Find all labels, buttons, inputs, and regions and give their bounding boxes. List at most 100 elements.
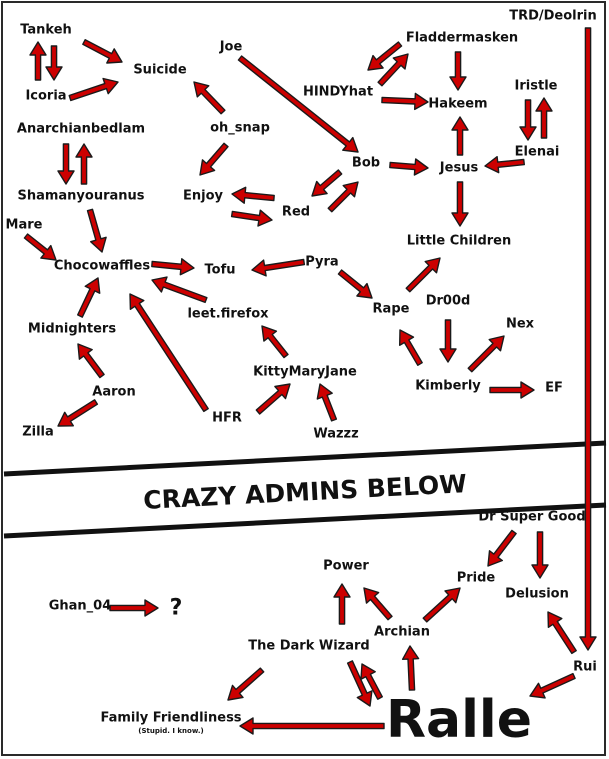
arrow-icoria-to-suicide bbox=[68, 77, 119, 102]
node-hakeem: Hakeem bbox=[428, 96, 488, 112]
node-pyra: Pyra bbox=[305, 254, 339, 270]
node-question: ? bbox=[169, 595, 183, 621]
arrow-shamanyouranus-to-anarchianbedlam bbox=[75, 143, 93, 185]
arrow-fladdermasken-to-hindyhat bbox=[367, 41, 403, 71]
arrow-elenai-to-iristle bbox=[535, 97, 553, 139]
node-aaron: Aaron bbox=[92, 384, 136, 400]
node-tofu: Tofu bbox=[204, 262, 236, 278]
arrow-dr00d-to-kimberly bbox=[439, 319, 457, 363]
arrow-leetfirefox-to-chocowaffles bbox=[151, 276, 208, 304]
node-enjoy: Enjoy bbox=[183, 188, 223, 204]
arrow-midnighters-to-chocowaffles bbox=[76, 277, 101, 318]
node-fladdermasken: Fladdermasken bbox=[405, 30, 519, 46]
node-ghan-04: Ghan_04 bbox=[48, 598, 112, 614]
arrow-jesus-to-little-children bbox=[451, 181, 469, 227]
arrow-red-to-enjoy bbox=[231, 186, 275, 204]
node-mare: Mare bbox=[5, 217, 43, 233]
arrow-pyra-to-rape bbox=[337, 269, 373, 299]
arrow-hindyhat-to-hakeem bbox=[381, 92, 429, 111]
arrow-wazzz-to-kittymaryjane bbox=[316, 383, 338, 422]
node-little-children: Little Children bbox=[406, 233, 512, 249]
node-trd-deolrin: TRD/Deolrin bbox=[509, 8, 597, 24]
arrow-kittymaryjane-to-leetfirefox bbox=[261, 325, 289, 359]
arrow-archian-to-pride bbox=[422, 587, 461, 623]
node-dr00d: Dr00d bbox=[425, 293, 471, 309]
node-midnighters: Midnighters bbox=[27, 321, 117, 337]
arrow-chocowaffles-to-tofu bbox=[151, 258, 195, 276]
arrow-aaron-to-midnighters bbox=[77, 343, 105, 379]
arrow-hindyhat-to-fladdermasken bbox=[377, 53, 409, 87]
arrow-rape-to-little-children bbox=[405, 257, 441, 293]
arrow-ralle-to-family-friendliness bbox=[239, 717, 385, 735]
arrow-icoria-to-tankeh-a bbox=[29, 41, 47, 81]
arrow-fladdermasken-to-hakeem bbox=[449, 51, 467, 91]
arrow-joe-to-bob bbox=[237, 55, 359, 153]
arrow-ghan04-to-question bbox=[109, 599, 159, 617]
arrow-jesus-to-hakeem bbox=[451, 116, 469, 156]
arrow-darkwizard-to-ralle bbox=[346, 660, 373, 707]
node-power: Power bbox=[323, 558, 369, 574]
node-anarchianbedlam: Anarchianbedlam bbox=[16, 121, 146, 137]
node-red: Red bbox=[281, 204, 311, 220]
node-delusion: Delusion bbox=[505, 586, 569, 602]
arrow-hfr-to-kittymaryjane bbox=[255, 383, 291, 415]
node-elenai: Elenai bbox=[514, 144, 560, 160]
arrow-rui-to-ralle bbox=[529, 672, 576, 699]
node-rape: Rape bbox=[372, 301, 410, 317]
node-oh-snap: oh_snap bbox=[210, 120, 270, 136]
arrow-bob-to-red bbox=[311, 169, 343, 197]
arrow-darkwizard-to-family-friendliness bbox=[227, 667, 265, 701]
arrow-kimberly-to-nex bbox=[467, 335, 505, 373]
arrow-red-to-bob bbox=[327, 181, 359, 213]
arrow-drsupergood-to-pride bbox=[487, 529, 517, 567]
node-joe: Joe bbox=[219, 39, 243, 55]
node-iristle: Iristle bbox=[514, 78, 558, 94]
node-ef: EF bbox=[545, 380, 563, 396]
arrow-mare-to-chocowaffles bbox=[23, 233, 57, 261]
node-kimberly: Kimberly bbox=[415, 378, 481, 394]
arrow-archian-to-power bbox=[363, 587, 393, 621]
node-shamanyouranus: Shamanyouranus bbox=[17, 188, 145, 204]
node-leet-firefox: leet.firefox bbox=[187, 306, 269, 322]
arrow-anarchianbedlam-to-shamanyouranus bbox=[57, 143, 75, 185]
node-jesus: Jesus bbox=[439, 160, 479, 176]
node-hfr: HFR bbox=[212, 410, 242, 426]
arrow-enjoy-to-red bbox=[230, 209, 273, 227]
node-wazzz: Wazzz bbox=[313, 426, 359, 442]
arrow-tankeh-to-icoria bbox=[45, 45, 63, 81]
arrow-ohsnap-to-enjoy bbox=[199, 142, 229, 176]
node-tankeh: Tankeh bbox=[20, 22, 72, 38]
node-dr-super-good: Dr Super Good bbox=[478, 509, 586, 525]
node-icoria: Icoria bbox=[25, 88, 67, 104]
arrow-trd-deolrin-to-rui bbox=[579, 27, 597, 651]
arrow-shamanyouranus-to-chocowaffles bbox=[86, 208, 107, 253]
node-kittymaryjane: KittyMaryJane bbox=[253, 364, 357, 380]
node-hindyhat: HINDYhat bbox=[302, 84, 374, 100]
arrow-aaron-to-zilla bbox=[57, 399, 99, 427]
node-nex: Nex bbox=[505, 316, 535, 332]
arrow-kimberly-to-rape bbox=[399, 329, 423, 366]
family-friendliness-note: (Stupid. I know.) bbox=[138, 727, 204, 735]
node-bob: Bob bbox=[351, 155, 381, 171]
divider-bottom bbox=[3, 502, 607, 539]
arrow-drsupergood-to-delusion bbox=[531, 531, 549, 579]
divider-top bbox=[3, 440, 607, 477]
node-chocowaffles: Chocowaffles bbox=[53, 258, 151, 274]
node-suicide: Suicide bbox=[133, 62, 187, 78]
arrow-pyra-to-tofu bbox=[251, 258, 306, 277]
node-rui: Rui bbox=[573, 659, 597, 675]
arrow-darkwizard-to-power bbox=[333, 583, 351, 625]
node-ralle: Ralle bbox=[385, 690, 533, 750]
arrow-ralle-to-archian bbox=[401, 645, 420, 691]
arrow-elenai-to-jesus bbox=[484, 155, 525, 174]
arrow-ohsnap-to-suicide bbox=[193, 81, 226, 115]
node-the-dark-wizard: The Dark Wizard bbox=[248, 638, 370, 654]
arrow-bob-to-jesus bbox=[389, 158, 429, 176]
node-pride: Pride bbox=[456, 570, 496, 586]
node-zilla: Zilla bbox=[22, 424, 54, 440]
arrow-hfr-to-chocowaffles bbox=[129, 293, 209, 413]
arrow-ralle-to-darkwizard bbox=[360, 663, 383, 700]
